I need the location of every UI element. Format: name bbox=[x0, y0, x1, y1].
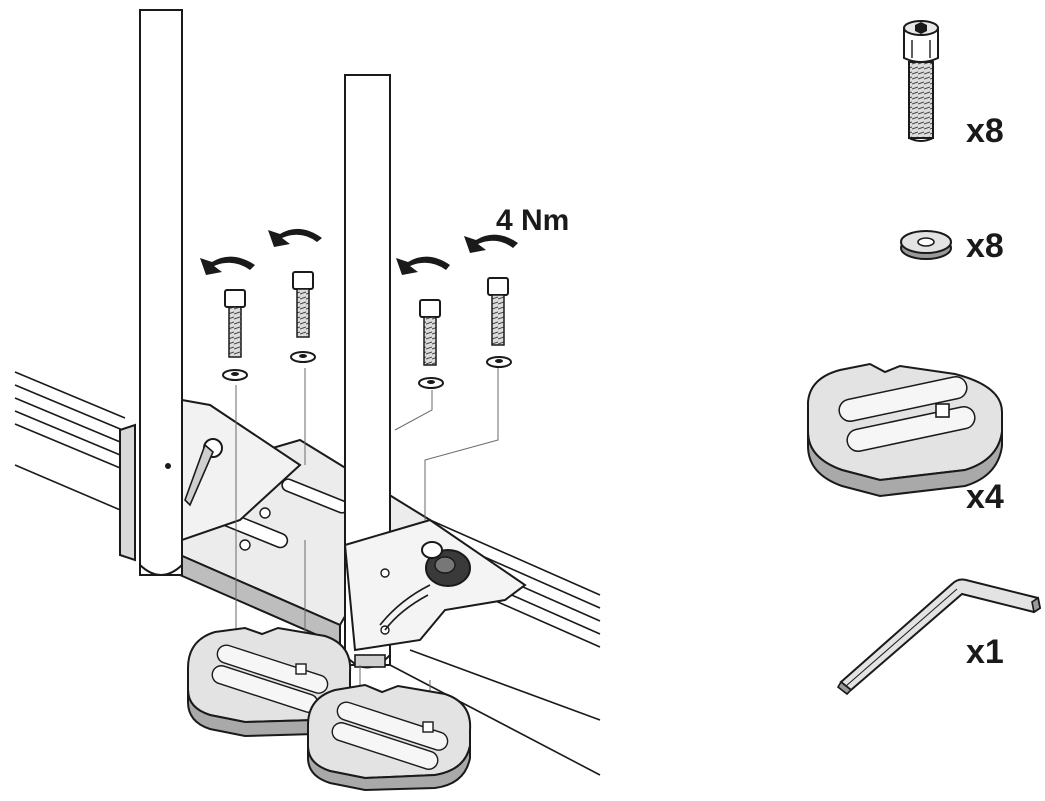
foot-pad-right bbox=[307, 683, 472, 792]
bolt-icon bbox=[903, 20, 939, 142]
part-hex-key: x1 bbox=[836, 578, 1042, 696]
part-bolt: x8 bbox=[903, 20, 1004, 150]
left-upright-tube bbox=[119, 9, 183, 576]
torque-label: 4 Nm bbox=[496, 204, 569, 237]
washer-quantity: x8 bbox=[966, 227, 1004, 265]
install-bolt-4 bbox=[464, 234, 518, 368]
foot-pad-quantity: x4 bbox=[966, 478, 1004, 516]
install-bolt-1 bbox=[200, 256, 255, 381]
washer-icon bbox=[900, 230, 952, 260]
clamp-knob bbox=[421, 541, 471, 587]
part-washer: x8 bbox=[900, 227, 1004, 265]
foot-pad-icon bbox=[807, 362, 1003, 498]
hex-key-icon bbox=[836, 578, 1042, 696]
bolt-quantity: x8 bbox=[966, 112, 1004, 150]
left-bracket bbox=[181, 398, 302, 542]
hex-key-quantity: x1 bbox=[966, 633, 1004, 671]
install-bolt-3 bbox=[396, 256, 450, 389]
part-foot-pad: x4 bbox=[807, 362, 1004, 516]
install-bolt-2 bbox=[268, 228, 322, 363]
parts-list: x8 x8 x4 bbox=[807, 20, 1042, 696]
right-bracket bbox=[343, 518, 527, 652]
